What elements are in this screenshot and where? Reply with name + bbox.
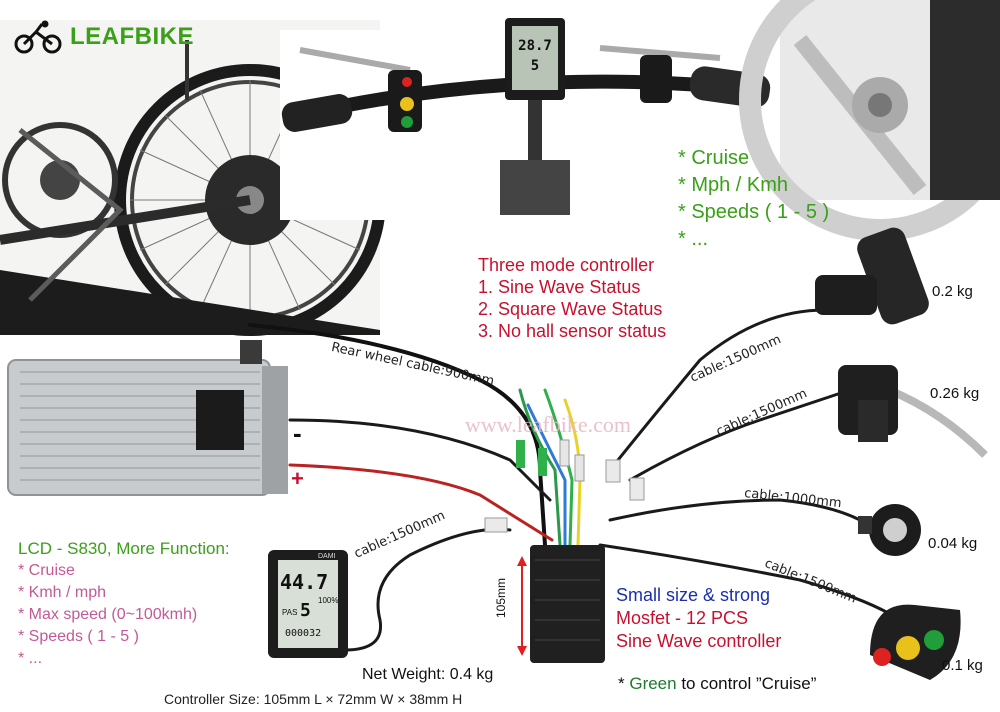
lcd-feature-item: * Kmh / mph <box>18 584 107 601</box>
controller-height-label: 105mm <box>494 577 508 618</box>
weight-throttle: 0.2 kg <box>932 283 973 300</box>
lcd-top-level: 5 <box>530 58 540 74</box>
lcd-pas-label: PAS <box>282 608 298 617</box>
lcd-percent: 100% <box>318 596 339 605</box>
brand-name: LEAFBIKE <box>70 23 194 50</box>
pas-sensor-photo <box>858 504 921 556</box>
feature-top-item: * Cruise <box>678 147 750 169</box>
lcd-feature-list: LCD - S830, More Function: * Cruise * Km… <box>18 538 230 670</box>
cruise-note: * Green to control ”Cruise” <box>618 674 816 694</box>
feature-top-item: * Mph / Kmh <box>678 174 789 196</box>
throttle-photo <box>815 227 929 325</box>
controller-modes-title: Three mode controller <box>478 255 655 275</box>
weight-pas: 0.04 kg <box>928 535 978 552</box>
controller-mode-item: 3. No hall sensor status <box>478 321 667 341</box>
switch-photo <box>870 604 961 680</box>
battery-minus-label: - <box>293 418 302 448</box>
feature-top-list: * Cruise * Mph / Kmh * Speeds ( 1 - 5 ) … <box>678 145 829 253</box>
weight-switch: 0.1 kg <box>942 657 983 674</box>
lcd-feature-item: * Max speed (0~100kmh) <box>18 606 198 623</box>
controller-mode-item: 1. Sine Wave Status <box>478 277 641 297</box>
controller-feature: Small size & strong <box>616 585 771 605</box>
lcd-feature-item: * Speeds ( 1 - 5 ) <box>18 628 139 645</box>
controller-modes: Three mode controller 1. Sine Wave Statu… <box>478 254 666 342</box>
cruise-note-prefix: * <box>618 674 630 693</box>
cruise-note-rest: to control ”Cruise” <box>676 674 817 693</box>
cyclist-icon <box>14 20 62 54</box>
lcd-feature-title: LCD - S830, More Function: <box>18 539 230 558</box>
controller-feature: Mosfet - 12 PCS <box>616 608 749 628</box>
controller-mode-item: 2. Square Wave Status <box>478 299 663 319</box>
lcd-odometer: 000032 <box>285 628 322 639</box>
brake-lever-photo <box>838 365 988 458</box>
brand-logo: LEAFBIKE <box>12 20 194 54</box>
lcd-device-photo <box>268 550 348 658</box>
net-weight: Net Weight: 0.4 kg <box>362 666 494 683</box>
controller-photo <box>517 545 605 663</box>
wiring <box>248 308 902 652</box>
lcd-feature-item: * Cruise <box>18 562 75 579</box>
feature-top-item: * Speeds ( 1 - 5 ) <box>678 201 830 223</box>
cruise-note-green: Green <box>629 674 677 693</box>
controller-size: Controller Size: 105mm L × 72mm W × 38mm… <box>164 691 463 707</box>
lcd-level: 5 <box>300 600 311 621</box>
controller-feature: Sine Wave controller <box>616 631 782 651</box>
hub-motor-photo <box>739 0 1000 241</box>
lcd-feature-item: * ... <box>18 650 43 667</box>
battery-photo <box>7 340 288 496</box>
lcd-brand-mark: DAMI <box>318 553 336 560</box>
battery-plus-label: + <box>291 466 304 491</box>
lcd-speed: 44.7 <box>280 570 329 594</box>
watermark: www.leafbike.com <box>465 412 631 437</box>
lcd-top-speed: 28.7 <box>518 38 552 54</box>
handlebar-photo <box>280 18 780 220</box>
weight-brake: 0.26 kg <box>930 385 980 402</box>
feature-top-item: * ... <box>678 228 709 250</box>
